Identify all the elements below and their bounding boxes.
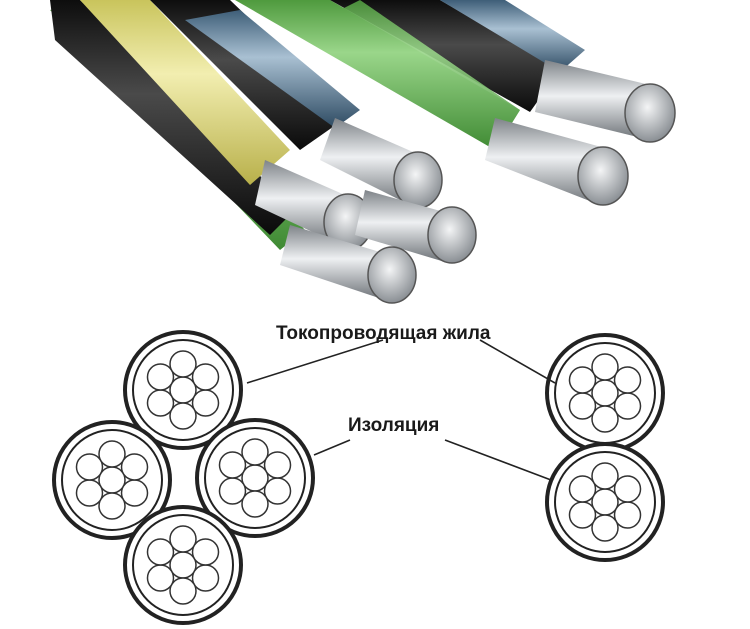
strand [169,577,197,605]
conductor-end-upper-right [624,83,676,143]
strand [98,466,126,494]
strand [191,564,220,592]
strand [568,475,597,503]
leader-conductor-right [479,339,556,384]
strand [191,538,220,566]
strand [613,392,642,420]
strand [568,392,597,420]
green-sheath-lower-right [300,0,520,150]
leader-insulation-left [313,439,351,456]
strand [591,379,619,407]
strand [613,366,642,394]
label-insulation: Изоляция [348,415,439,436]
leader-lines [246,339,556,481]
strand [241,438,269,466]
conductor-end-top-left [393,151,443,209]
strand [613,475,642,503]
leader-conductor-left [246,339,384,384]
conductor-end-lower-right [577,146,629,206]
strand [613,501,642,529]
core-left-middle [52,420,172,540]
left-bundle [50,0,477,304]
strand [169,551,197,579]
conductor-boundary [132,514,234,616]
strand [591,405,619,433]
blue-sheath-upper-right [440,0,585,72]
strand [591,462,619,490]
strand [120,479,149,507]
conductor-end-right-middle [427,206,477,264]
strand [98,440,126,468]
strand [169,350,197,378]
aluminum-cable-bundle [50,0,676,304]
strand [146,389,175,417]
strand [591,514,619,542]
strand [169,376,197,404]
conductor-boundary [554,451,656,553]
strand [75,479,104,507]
core-left-top [123,330,243,450]
strand [263,451,292,479]
core-left-bottom [123,505,243,625]
conductor-boundary [61,429,163,531]
yellow-sheath-left [80,0,290,185]
strand [146,363,175,391]
strand [591,488,619,516]
core-right-top [545,333,665,453]
black-sheath-left [50,0,295,235]
label-conductor: Токопроводящая жила [276,323,491,344]
strand [241,464,269,492]
strand [75,453,104,481]
strand [218,451,247,479]
strand [591,353,619,381]
core-right-middle [195,418,315,538]
blue-sheath-middle-left [185,10,360,128]
strand [191,363,220,391]
strand [98,492,126,520]
strand [169,402,197,430]
strand [120,453,149,481]
leader-insulation-right [444,439,552,481]
aluminum-conductor-bottom-left [280,225,390,300]
strand [146,564,175,592]
strand [241,490,269,518]
strand [191,389,220,417]
black-core-middle-left [150,0,350,150]
right-bundle [235,0,676,206]
strand [568,501,597,529]
strand [169,525,197,553]
strand [263,477,292,505]
aluminum-conductor-lower-right [485,118,605,205]
strand [146,538,175,566]
core-right-bottom [545,442,665,562]
aluminum-conductor-upper-right [535,60,650,140]
conductor-boundary [132,339,234,441]
cross-section-schematic [52,330,665,625]
aluminum-conductor-yellow [255,160,345,245]
conductor-end-bottom-left [367,246,417,304]
conductor-boundary [204,427,306,529]
strand [568,366,597,394]
strand [218,477,247,505]
